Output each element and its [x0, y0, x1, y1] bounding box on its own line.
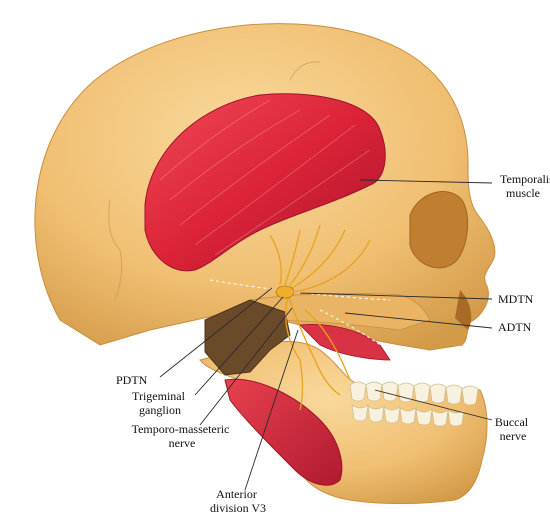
- leader-mdtn: [299, 292, 493, 300]
- label-pdtn: PDTN: [116, 373, 148, 387]
- leader-temporo: [199, 307, 293, 426]
- orbit: [409, 191, 469, 269]
- label-buccal-line1: Buccal: [495, 415, 529, 429]
- trigeminal-ganglion-shape: [275, 285, 295, 299]
- label-temporalis: Temporalis muscle: [500, 172, 550, 200]
- leader-trigeminal: [194, 296, 284, 396]
- label-trigeminal: Trigeminal ganglion: [132, 389, 188, 417]
- nerves: [269, 224, 371, 411]
- masseter-muscle: [224, 378, 343, 486]
- teeth: [349, 381, 479, 427]
- label-mdtn: MDTN: [498, 292, 534, 306]
- pterygoid-region: [204, 299, 291, 376]
- leader-temporalis: [359, 179, 493, 184]
- zygomatic-arch: [249, 292, 431, 331]
- label-temporo: Temporo-masseteric nerve: [132, 422, 233, 450]
- leader-adtn: [344, 312, 493, 329]
- leader-anterior: [244, 329, 299, 491]
- dashed-outline: [209, 279, 396, 356]
- leader-buccal: [374, 389, 493, 421]
- label-temporo-line2: nerve: [169, 436, 196, 450]
- cranial-suture: [108, 61, 321, 301]
- label-trigeminal-line2: ganglion: [139, 403, 181, 417]
- label-temporo-line1: Temporo-masseteric: [132, 422, 230, 436]
- leader-pdtn: [159, 287, 273, 378]
- label-anterior: Anterior division V3: [210, 487, 266, 515]
- nasal-cavity: [455, 290, 472, 330]
- label-buccal-line2: nerve: [500, 429, 527, 443]
- medial-muscle: [299, 324, 391, 361]
- label-adtn: ADTN: [498, 320, 532, 334]
- label-anterior-line2: division V3: [210, 501, 266, 515]
- temporalis-fibers: [159, 99, 371, 256]
- label-anterior-line1: Anterior: [216, 487, 257, 501]
- label-temporalis-line1: Temporalis: [500, 172, 550, 186]
- label-trigeminal-line1: Trigeminal: [132, 389, 186, 403]
- label-buccal: Buccal nerve: [495, 415, 531, 443]
- label-temporalis-line2: muscle: [506, 186, 540, 200]
